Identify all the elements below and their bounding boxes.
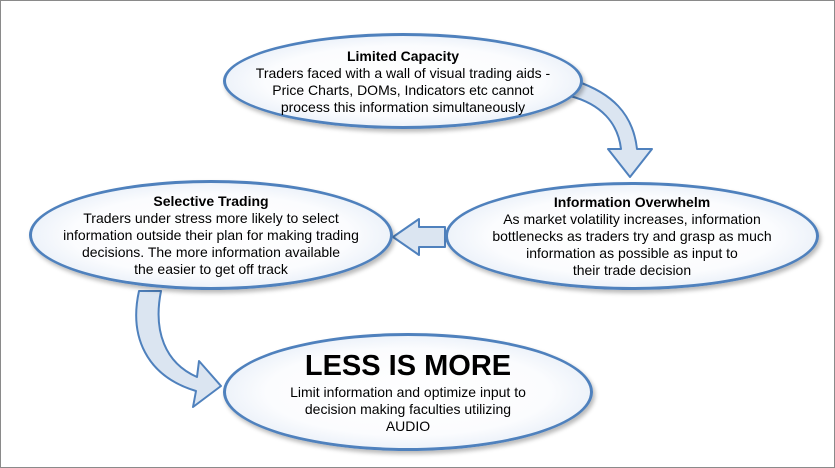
node-selective-trading-title: Selective Trading bbox=[153, 193, 269, 209]
arrow-selective-to-less bbox=[135, 290, 222, 408]
node-limited-capacity: Limited Capacity Traders faced with a wa… bbox=[223, 33, 583, 129]
node-less-is-more-body: Limit information and optimize input to … bbox=[290, 383, 526, 434]
node-information-overwhelm-title: Information Overwhelm bbox=[553, 194, 711, 210]
arrow-capacity-to-overwhelm bbox=[569, 80, 653, 178]
node-limited-capacity-body: Traders faced with a wall of visual trad… bbox=[255, 64, 551, 115]
node-less-is-more: LESS IS MORE Limit information and optim… bbox=[223, 333, 593, 451]
node-information-overwhelm: Information Overwhelm As market volatili… bbox=[445, 182, 819, 290]
node-limited-capacity-title: Limited Capacity bbox=[346, 47, 460, 64]
node-selective-trading-body: Traders under stress more likely to sele… bbox=[63, 210, 359, 277]
node-information-overwhelm-body: As market volatility increases, informat… bbox=[492, 211, 772, 278]
arrow-overwhelm-to-selective bbox=[392, 218, 446, 256]
node-less-is-more-title: LESS IS MORE bbox=[304, 349, 512, 382]
node-selective-trading: Selective Trading Traders under stress m… bbox=[29, 180, 393, 290]
